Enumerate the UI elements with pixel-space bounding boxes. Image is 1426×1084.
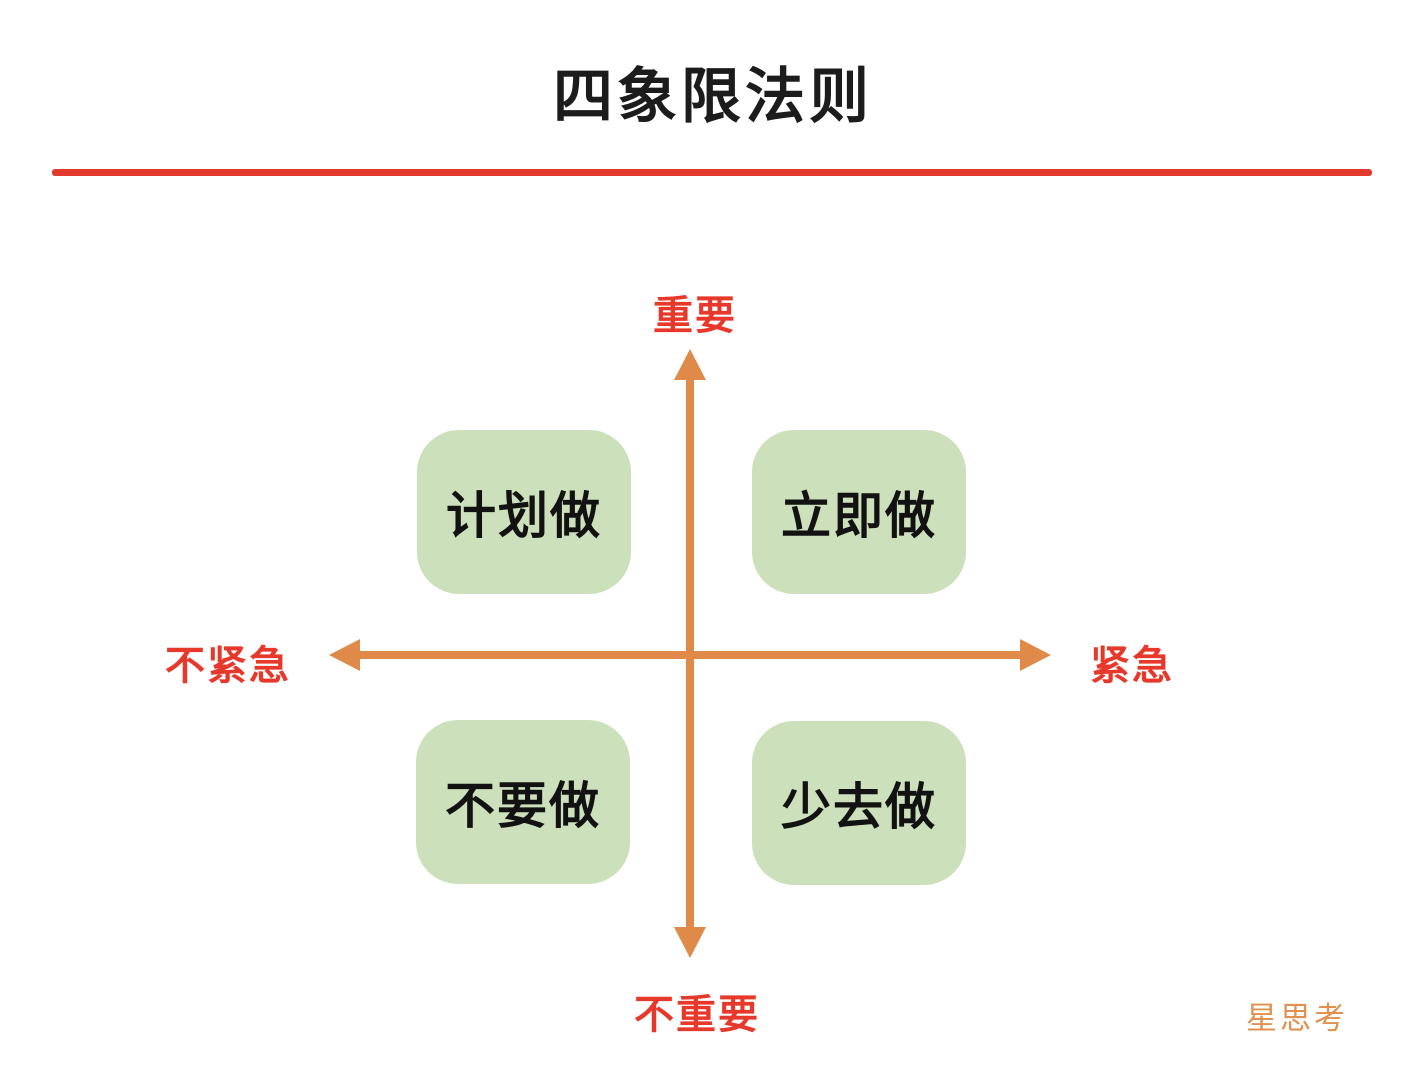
quadrant-dont-do: 不要做	[416, 720, 630, 884]
quadrant-label: 计划做	[446, 488, 602, 544]
axis-label-important: 重要	[653, 294, 737, 338]
horizontal-axis-line	[352, 651, 1028, 659]
quadrant-label: 少去做	[781, 779, 937, 835]
quadrant-label: 不要做	[445, 778, 601, 834]
arrow-down-icon	[674, 927, 706, 958]
quadrant-label: 立即做	[781, 488, 937, 544]
quadrant-do-immediately: 立即做	[752, 430, 966, 594]
arrow-right-icon	[1020, 639, 1051, 671]
axis-label-not-important: 不重要	[634, 993, 760, 1037]
quadrant-plan-to-do: 计划做	[417, 430, 631, 594]
arrow-up-icon	[674, 349, 706, 380]
arrow-left-icon	[329, 639, 360, 671]
axis-label-urgent: 紧急	[1090, 644, 1174, 688]
page-title: 四象限法则	[553, 63, 873, 130]
quadrant-do-less: 少去做	[752, 721, 966, 885]
axis-label-not-urgent: 不紧急	[165, 644, 291, 688]
title-divider-line	[52, 169, 1372, 176]
watermark-text: 星思考	[1246, 1001, 1348, 1036]
